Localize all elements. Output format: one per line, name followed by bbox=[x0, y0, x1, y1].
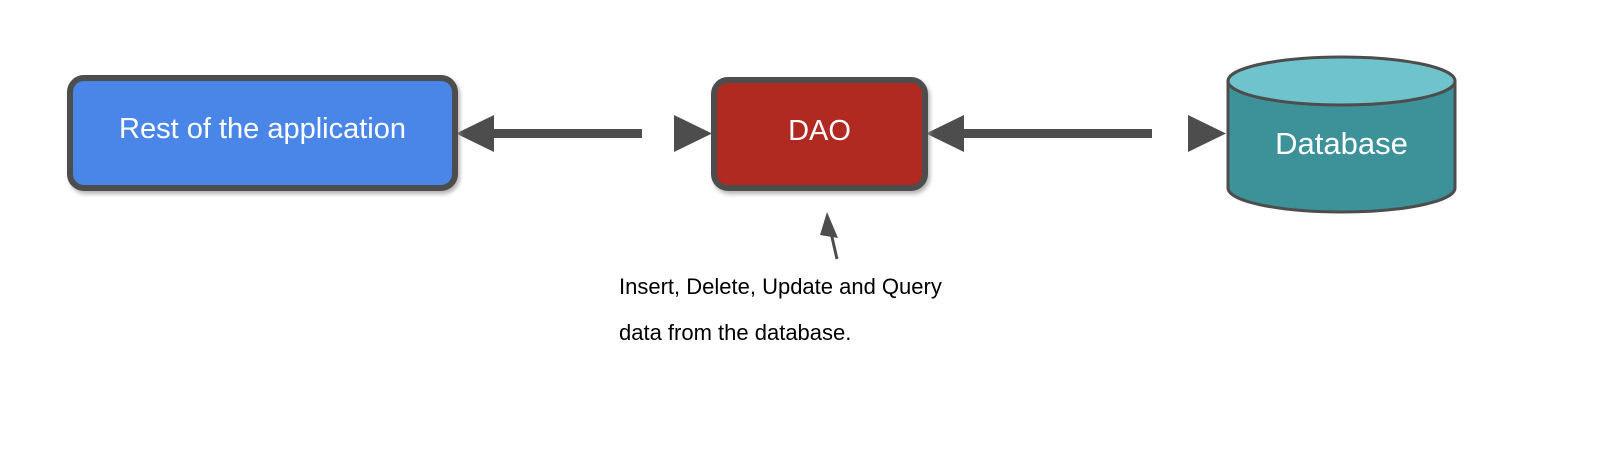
connector-app-dao-shaft bbox=[490, 129, 642, 138]
node-rest-of-application-shape bbox=[67, 75, 458, 191]
node-database-top-ellipse bbox=[1226, 55, 1457, 107]
connector-app-dao bbox=[456, 115, 712, 152]
node-dao[interactable] bbox=[711, 77, 928, 191]
connector-caption-pointer bbox=[820, 212, 839, 260]
connector-dao-database bbox=[926, 115, 1226, 152]
node-database[interactable] bbox=[1226, 55, 1457, 214]
connector-dao-database-arrowhead-right bbox=[1188, 115, 1226, 152]
node-dao-shape bbox=[711, 77, 928, 191]
connector-app-dao-arrowhead-left bbox=[456, 115, 494, 152]
caption-line-2: data from the database. bbox=[619, 320, 852, 345]
connector-dao-database-arrowhead-left bbox=[926, 115, 964, 152]
connector-dao-database-shaft bbox=[962, 129, 1152, 138]
connector-caption-pointer-arrowhead bbox=[820, 212, 838, 238]
connector-app-dao-arrowhead-right bbox=[674, 115, 712, 152]
node-rest-of-application[interactable] bbox=[67, 75, 458, 191]
caption-line-1: Insert, Delete, Update and Query bbox=[619, 274, 942, 299]
node-database-body bbox=[1226, 79, 1457, 214]
